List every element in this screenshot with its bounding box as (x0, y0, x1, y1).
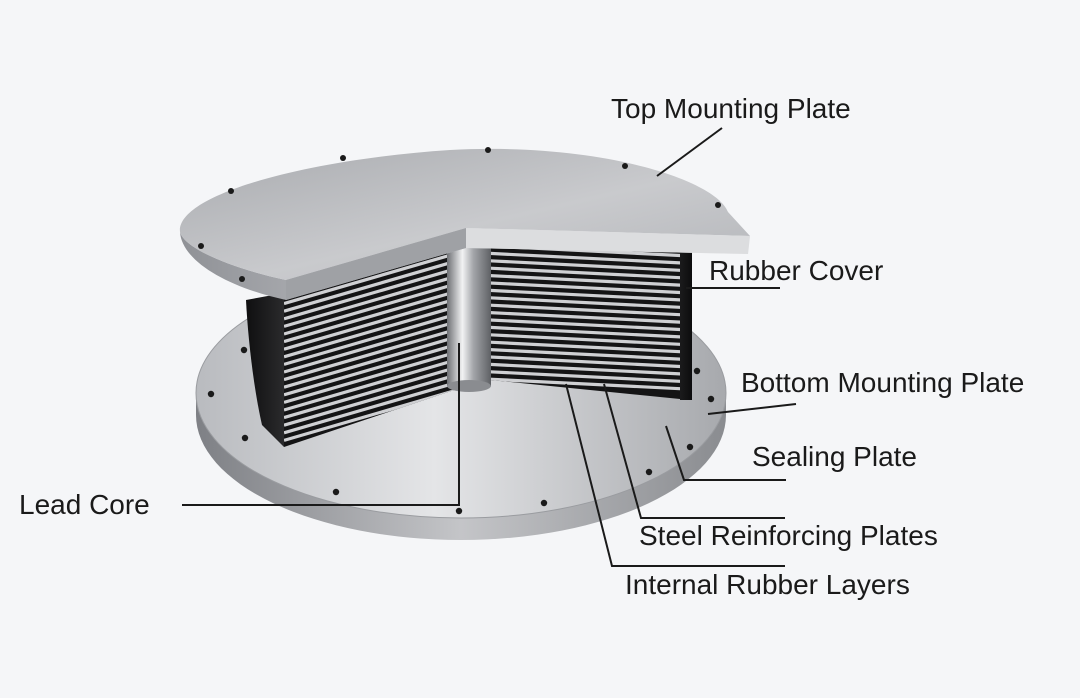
steel-lamination-left (284, 264, 466, 321)
steel-lamination-left (284, 370, 466, 427)
steel-lamination-right (490, 303, 690, 317)
leader-lines (182, 127, 797, 567)
label-internal-rubber-layers: Internal Rubber Layers (625, 569, 910, 600)
steel-lamination-right (490, 355, 690, 369)
top-plate-bolt-holes (198, 147, 721, 282)
leader-sealing-plate (665, 425, 786, 481)
steel-lamination-right (490, 311, 690, 325)
steel-lamination-right (490, 274, 690, 288)
steel-lamination-left (284, 363, 466, 420)
steel-lamination-left (284, 287, 466, 344)
label-steel-reinforcing-plates: Steel Reinforcing Plates (639, 520, 938, 551)
steel-lamination-left (284, 279, 466, 336)
steel-lamination-right (490, 251, 690, 265)
label-sealing-plate: Sealing Plate (752, 441, 918, 472)
steel-lamination-left (284, 325, 466, 382)
steel-lamination-right (490, 362, 690, 376)
label-rubber-cover: Rubber Cover (709, 255, 884, 286)
steel-lamination-right (490, 370, 690, 384)
steel-lamination-right (490, 259, 690, 273)
leader-lead-core (182, 343, 460, 506)
rubber-cover-right (680, 250, 692, 400)
steel-lamination-left (284, 249, 466, 306)
steel-lamination-left (284, 332, 466, 389)
bottom-plate-bolt-holes (207, 346, 715, 515)
steel-lamination-right (490, 288, 690, 302)
steel-lamination-left (284, 309, 466, 366)
steel-lamination-right (490, 340, 690, 354)
steel-lamination-right (490, 377, 690, 391)
right-cut-face (490, 240, 690, 400)
steel-lamination-left (284, 271, 466, 328)
top-mounting-plate (179, 148, 750, 300)
steel-lamination-right (490, 296, 690, 310)
steel-lamination-right (490, 348, 690, 362)
label-lead-core: Lead Core (19, 489, 150, 520)
steel-lamination-right (490, 333, 690, 347)
steel-lamination-right (490, 281, 690, 295)
steel-lamination-left (284, 347, 466, 404)
steel-lamination-left (284, 302, 466, 359)
steel-lamination-left (284, 340, 466, 397)
leader-bottom-mounting-plate (707, 403, 797, 415)
steel-lamination-right (490, 266, 690, 280)
steel-lamination-left (284, 355, 466, 412)
steel-lamination-right (490, 318, 690, 332)
lead-core (447, 238, 491, 392)
steel-lamination-left (284, 256, 466, 313)
leader-steel-reinforcing-plates (603, 383, 785, 519)
steel-lamination-left (284, 378, 466, 435)
steel-lamination-right (490, 325, 690, 339)
leader-top-mounting-plate (656, 127, 723, 177)
label-bottom-mounting-plate: Bottom Mounting Plate (741, 367, 1025, 398)
label-top-mounting-plate: Top Mounting Plate (611, 93, 851, 124)
steel-lamination-left (284, 294, 466, 351)
steel-lamination-left (284, 317, 466, 374)
rubber-cover-left (246, 293, 284, 447)
leader-internal-rubber-layers (565, 383, 785, 567)
